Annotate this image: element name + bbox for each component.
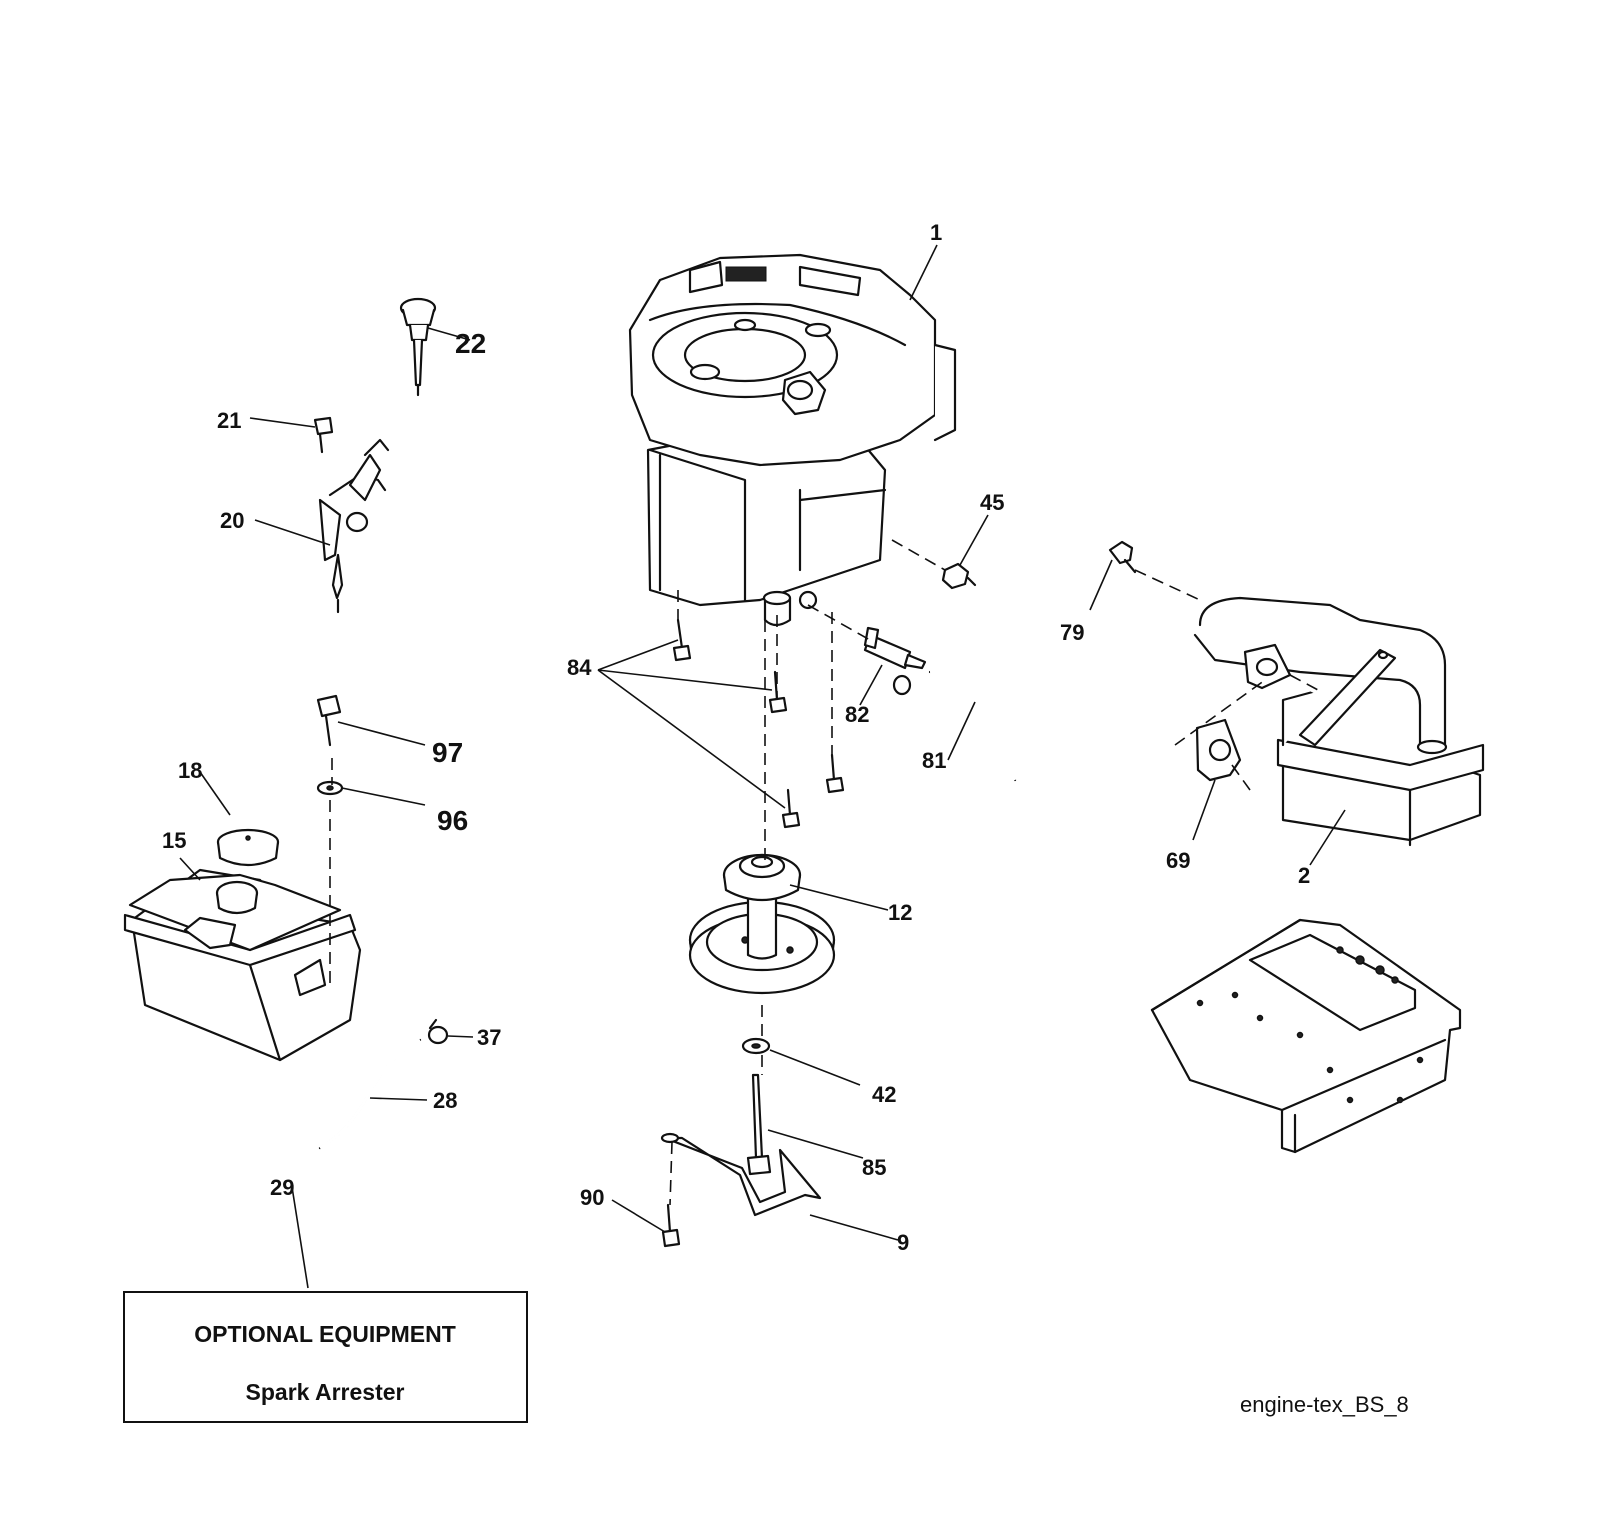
bolt-97	[316, 694, 342, 747]
callout-15: 15	[162, 828, 186, 853]
fuel-cap	[216, 828, 280, 867]
callout-84: 84	[567, 655, 592, 680]
nut-45	[941, 562, 977, 590]
callout-22: 22	[455, 328, 486, 359]
callout-69: 69	[1166, 848, 1190, 873]
fuel-hose-81	[928, 669, 1017, 782]
optional-equipment-title: OPTIONAL EQUIPMENT	[194, 1321, 456, 1347]
leader-lines	[179, 244, 1346, 1289]
callout-42: 42	[872, 1082, 896, 1107]
callouts: 1 45 79 69 2 21 20 22 97 96 18 15 37 28 …	[162, 220, 1310, 1255]
callout-29: 29	[270, 1175, 294, 1200]
callout-96: 96	[437, 805, 468, 836]
callout-45: 45	[980, 490, 1004, 515]
bolt-90	[661, 1203, 681, 1248]
callout-18: 18	[178, 758, 202, 783]
bolt-84-b	[768, 670, 788, 714]
callout-97: 97	[432, 737, 463, 768]
callout-21: 21	[217, 408, 241, 433]
throttle-control	[318, 438, 390, 614]
screw-21	[313, 416, 334, 454]
optional-equipment-box: OPTIONAL EQUIPMENT Spark Arrester	[123, 1291, 528, 1423]
callout-90: 90	[580, 1185, 604, 1210]
callout-79: 79	[1060, 620, 1084, 645]
bolt-79	[1108, 540, 1137, 574]
hose-clamp	[427, 1018, 449, 1045]
callout-81: 81	[922, 748, 946, 773]
callout-12: 12	[888, 900, 912, 925]
engine	[628, 253, 957, 627]
bolt-84-c	[825, 753, 845, 794]
callout-9: 9	[897, 1230, 909, 1255]
callout-85: 85	[862, 1155, 886, 1180]
choke-knob	[399, 297, 437, 397]
drawing-reference: engine-tex_BS_8	[1240, 1392, 1409, 1417]
exhaust-gasket-upper	[1243, 643, 1292, 690]
callout-1: 1	[930, 220, 942, 245]
belt-guide-bracket	[660, 1132, 822, 1217]
callout-2: 2	[1298, 863, 1310, 888]
bolt-84-a	[672, 618, 692, 662]
washer-96	[316, 780, 344, 796]
bolt-85	[746, 1073, 772, 1176]
washer-42	[741, 1037, 771, 1055]
callout-82: 82	[845, 702, 869, 727]
callout-20: 20	[220, 508, 244, 533]
fuel-tank	[123, 868, 362, 1062]
fuel-line	[318, 1038, 422, 1150]
exhaust-gasket	[1195, 718, 1242, 782]
bolt-84-d	[781, 788, 801, 829]
engine-mount-plate	[1150, 918, 1462, 1154]
assembly-lines	[329, 539, 1319, 1206]
muffler	[1193, 596, 1485, 847]
callout-28: 28	[433, 1088, 457, 1113]
optional-equipment-item: Spark Arrester	[246, 1379, 405, 1405]
fuel-filter	[863, 626, 927, 696]
pulley-assembly	[688, 853, 836, 995]
callout-37: 37	[477, 1025, 501, 1050]
